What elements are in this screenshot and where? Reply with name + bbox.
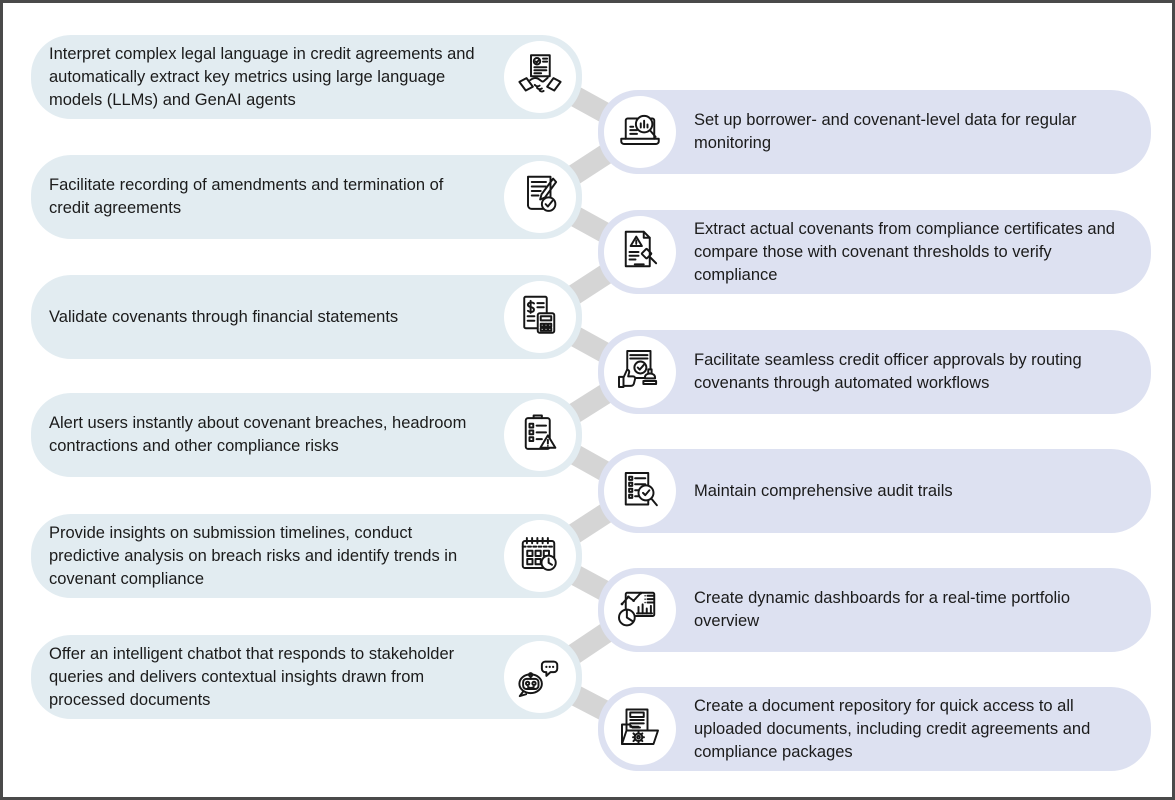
feature-text: Maintain comprehensive audit trails [694, 481, 953, 500]
feature-item-right-5: Create dynamic dashboards for a real-tim… [598, 568, 1151, 652]
feature-text: Provide insights on submission timelines… [49, 523, 458, 588]
feature-text: Facilitate recording of amendments and t… [49, 176, 444, 217]
feature-item-right-3: Facilitate seamless credit officer appro… [598, 330, 1151, 414]
audit-checklist-magnifier-icon [604, 455, 676, 527]
amendment-signature-icon [504, 161, 576, 233]
feature-text: Alert users instantly about covenant bre… [49, 414, 467, 455]
feature-item-left-4: Alert users instantly about covenant bre… [31, 393, 582, 477]
calendar-clock-icon [504, 520, 576, 592]
dashboard-charts-icon [604, 574, 676, 646]
feature-text: Offer an intelligent chatbot that respon… [49, 644, 455, 709]
approval-stamp-icon [604, 336, 676, 408]
feature-text: Create dynamic dashboards for a real-tim… [694, 589, 1071, 630]
feature-item-right-2: Extract actual covenants from compliance… [598, 210, 1151, 294]
feature-text: Interpret complex legal language in cred… [49, 44, 475, 109]
feature-text: Extract actual covenants from compliance… [694, 219, 1115, 284]
feature-text: Create a document repository for quick a… [694, 696, 1091, 761]
alert-clipboard-icon [504, 399, 576, 471]
compliance-gavel-document-icon [604, 216, 676, 288]
feature-item-right-1: Set up borrower- and covenant-level data… [598, 90, 1151, 174]
laptop-analytics-search-icon [604, 96, 676, 168]
feature-item-left-5: Provide insights on submission timelines… [31, 514, 582, 598]
feature-item-left-6: Offer an intelligent chatbot that respon… [31, 635, 582, 719]
feature-text: Set up borrower- and covenant-level data… [694, 111, 1077, 152]
feature-item-left-2: Facilitate recording of amendments and t… [31, 155, 582, 239]
document-repository-folder-icon [604, 693, 676, 765]
feature-item-left-3: Validate covenants through financial sta… [31, 275, 582, 359]
chatbot-icon [504, 641, 576, 713]
contract-handshake-icon [504, 41, 576, 113]
feature-text: Validate covenants through financial sta… [49, 307, 399, 326]
feature-item-right-4: Maintain comprehensive audit trails [598, 449, 1151, 533]
feature-item-right-6: Create a document repository for quick a… [598, 687, 1151, 771]
feature-item-left-1: Interpret complex legal language in cred… [31, 35, 582, 119]
financial-statement-calculator-icon [504, 281, 576, 353]
feature-text: Facilitate seamless credit officer appro… [694, 351, 1082, 392]
